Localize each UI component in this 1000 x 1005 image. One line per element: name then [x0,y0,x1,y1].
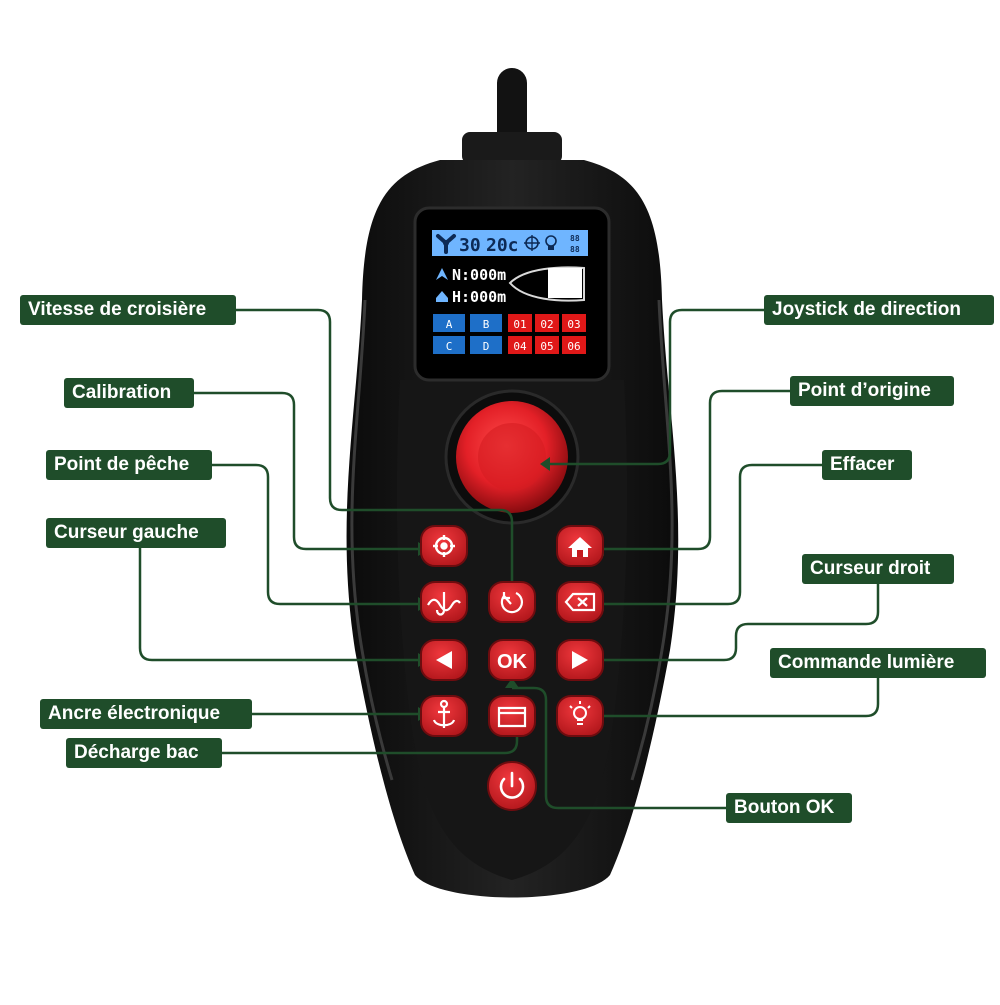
label-joystick-direction: Joystick de direction [764,295,994,325]
cursor-left-button[interactable] [420,639,468,681]
ok-button-label: OK [497,651,528,673]
fishing-point-button[interactable] [420,581,468,623]
backspace-icon [564,592,596,612]
leader-lumiere [604,678,880,718]
anchor-icon [432,699,456,728]
power-button[interactable] [487,761,537,811]
screen-cell-06: 06 [567,340,580,353]
screen-cell-b: B [483,318,490,331]
crosshair-icon [433,535,455,557]
leader-origine [604,389,790,551]
screen-cell-a: A [446,318,453,331]
screen-boat-icon [508,266,585,302]
gps-target-icon [524,235,540,251]
leader-ok [512,686,726,810]
label-bouton-ok: Bouton OK [726,793,852,823]
home-icon [568,537,592,557]
antenna [462,68,562,164]
screen-home-icon [436,291,448,302]
screen-arrow-icon [436,268,448,280]
leader-curseur-gauche [138,548,418,662]
label-curseur-gauche: Curseur gauche [46,518,226,548]
triangle-right-icon [572,651,588,669]
label-vitesse-croisiere: Vitesse de croisière [20,295,236,325]
label-point-peche: Point de pêche [46,450,212,480]
leader-calibration [194,391,418,551]
leader-curseur-droit [604,584,880,662]
label-decharge-bac: Décharge bac [66,738,222,768]
label-curseur-droit: Curseur droit [802,554,954,584]
triangle-left-icon [436,651,452,669]
speed-dial-icon [500,591,523,614]
screen-cell-04: 04 [513,340,527,353]
screen-status-bar [432,230,588,256]
screen-gauge-top: 88 [570,234,580,243]
screen-cell-05: 05 [540,340,553,353]
leader-point-peche [212,463,418,606]
calibration-button[interactable] [420,525,468,567]
fishing-hook-icon [427,592,461,616]
anchor-button[interactable] [420,695,468,737]
leader-effacer [604,463,822,606]
screen-cell-01: 01 [513,318,526,331]
screen-grid: A B C D 01 02 03 04 05 06 [433,314,586,354]
screen-speed: 30 [459,235,481,256]
ok-button[interactable]: OK [488,639,536,681]
fan-icon [436,234,456,254]
power-icon [499,771,525,799]
label-commande-lumiere: Commande lumière [770,648,986,678]
leader-vitesse [236,308,514,586]
leader-joystick [550,308,764,466]
lcd-screen: 30 20c 88 88 N:000m H:000m [413,206,611,382]
cursor-right-button[interactable] [556,639,604,681]
label-point-origine: Point d’origine [790,376,954,406]
screen-cell-c: C [446,340,453,353]
joystick[interactable] [444,389,580,525]
delete-button[interactable] [556,581,604,623]
label-effacer: Effacer [822,450,912,480]
screen-temp: 20c [486,235,519,256]
screen-cell-03: 03 [567,318,580,331]
bait-tray-button[interactable] [488,695,536,737]
home-button[interactable] [556,525,604,567]
tray-icon [497,706,527,728]
screen-cell-d: D [483,340,490,353]
screen-row-1: N:000m [452,266,506,284]
screen-row-2: H:000m [452,288,506,306]
light-bulb-icon [569,701,591,725]
screen-cell-02: 02 [540,318,553,331]
screen-gauge-bottom: 88 [570,245,580,254]
leader-lines [138,308,880,810]
label-calibration: Calibration [64,378,194,408]
leader-decharge [222,731,519,755]
label-ancre-electronique: Ancre électronique [40,699,252,729]
cruise-speed-button[interactable] [488,581,536,623]
light-button[interactable] [556,695,604,737]
screen-bulb-icon [545,235,557,250]
